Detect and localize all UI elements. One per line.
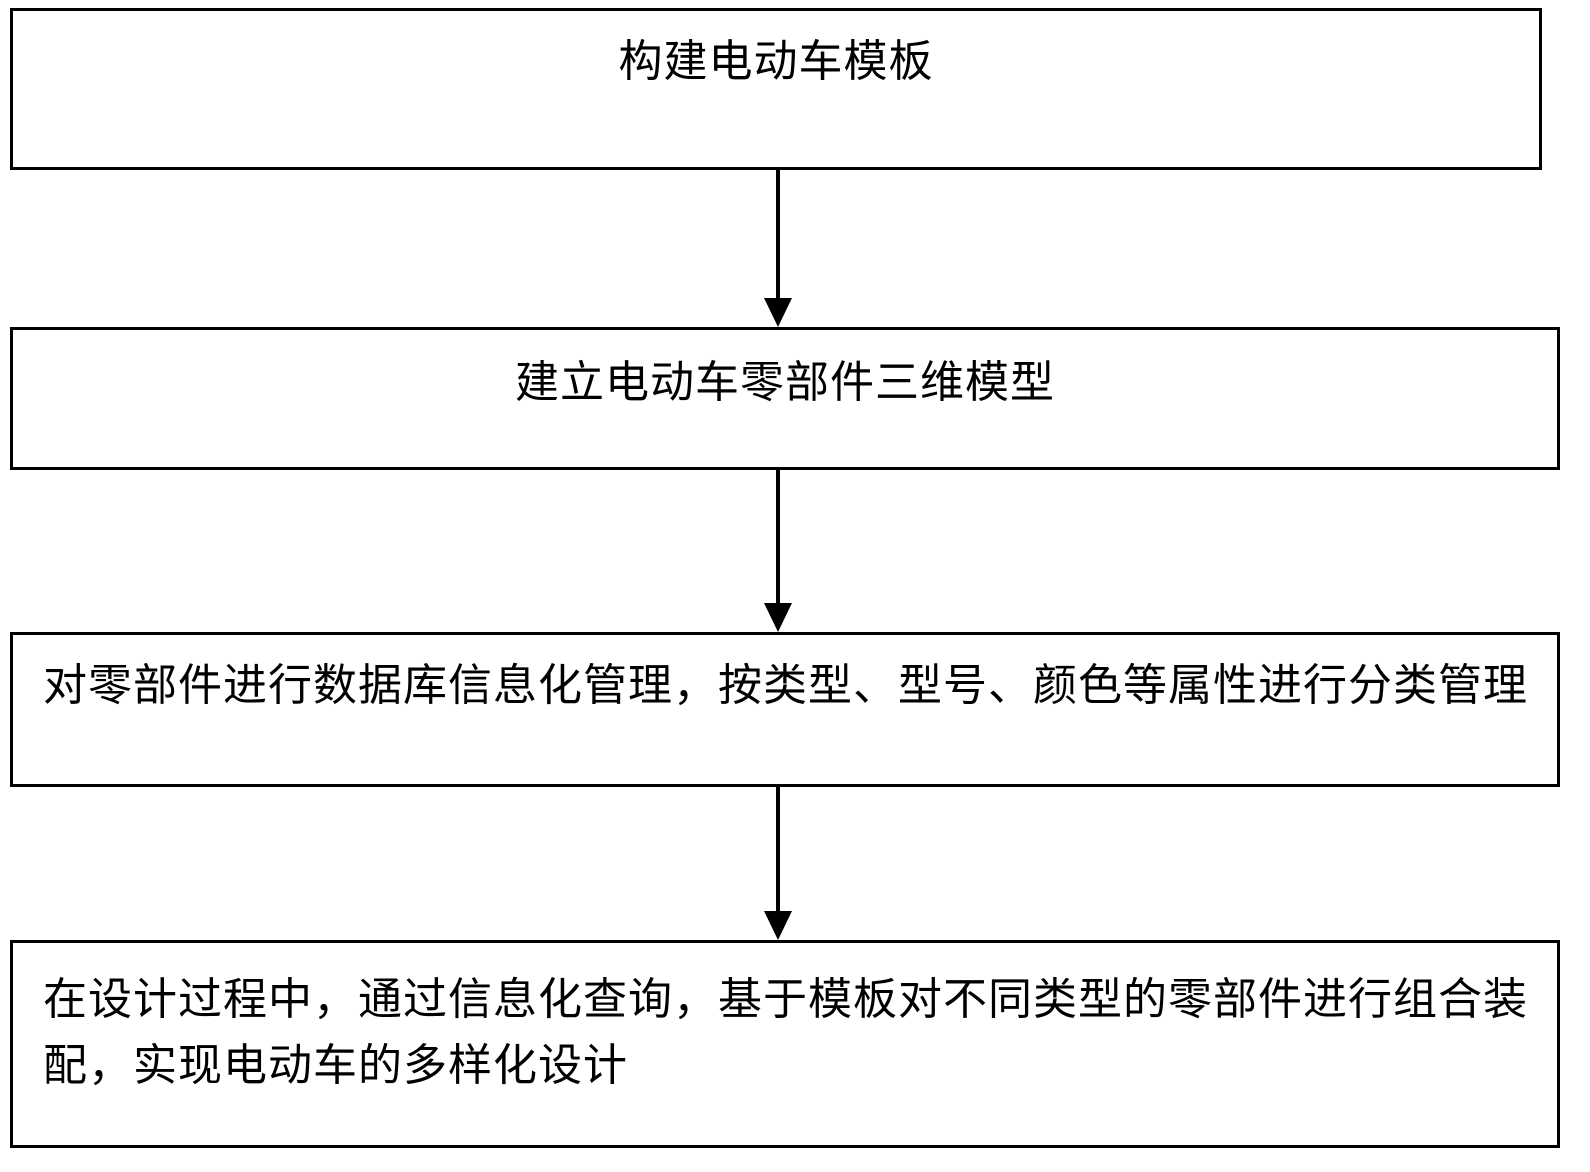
step-2-box: 建立电动车零部件三维模型 xyxy=(10,327,1560,470)
arrow-1-to-2 xyxy=(764,170,792,327)
step-3-text: 对零部件进行数据库信息化管理，按类型、型号、颜色等属性进行分类管理 xyxy=(43,660,1528,711)
step-4-text: 在设计过程中，通过信息化查询，基于模板对不同类型的零部件进行组合装配，实现电动车… xyxy=(43,974,1528,1091)
step-2-text: 建立电动车零部件三维模型 xyxy=(515,357,1055,408)
arrow-1-head xyxy=(764,298,792,327)
arrow-2-to-3 xyxy=(764,470,792,632)
step-4-box: 在设计过程中，通过信息化查询，基于模板对不同类型的零部件进行组合装配，实现电动车… xyxy=(10,940,1560,1148)
step-1-box: 构建电动车模板 xyxy=(10,8,1542,170)
arrow-2-head xyxy=(764,603,792,632)
step-1-text: 构建电动车模板 xyxy=(618,36,934,87)
step-3-box: 对零部件进行数据库信息化管理，按类型、型号、颜色等属性进行分类管理 xyxy=(10,632,1560,787)
arrow-3-to-4 xyxy=(764,787,792,940)
arrow-3-head xyxy=(764,911,792,940)
